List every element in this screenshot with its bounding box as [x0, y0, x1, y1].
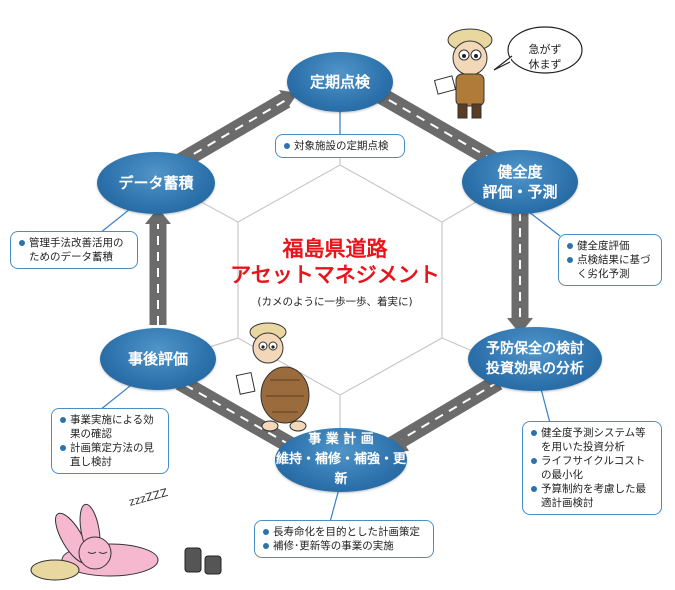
node-jigyou-keikaku: 事 業 計 画 維持・補修・補強・更新 [275, 428, 407, 492]
note-item: 計画策定方法の見直し検討 [59, 441, 161, 469]
arrow-head-down [507, 318, 533, 334]
note-item: 点検結果に基づく劣化予測 [566, 253, 654, 281]
node-teiki-tenken: 定期点検 [287, 52, 393, 112]
node-yobou-hozen: 予防保全の検討 投資効果の分析 [468, 327, 602, 391]
speech-line-2: 休まず [528, 58, 562, 71]
turtle-character-illustration [235, 322, 310, 432]
node-jigo-hyouka: 事後評価 [100, 328, 216, 390]
node-kenzendo-label-2: 評価・予測 [482, 183, 558, 201]
speech-bubble-text: 急がず 休まず [513, 42, 577, 72]
node-yobou-label-2: 投資効果の分析 [486, 361, 584, 377]
note-yobou: 健全度予測システム等を用いた投資分析 ライフサイクルコストの最小化 予算制約を考… [522, 421, 662, 515]
sleep-zzz-text: zzzZZZ [127, 486, 169, 509]
node-jigo-label: 事後評価 [127, 350, 188, 368]
note-item: ライフサイクルコストの最小化 [530, 454, 654, 482]
inspector-character-illustration [433, 28, 493, 119]
note-item: 長寿命化を目的とした計画策定 [262, 525, 426, 539]
note-item: 管理手法改善活用のためのデータ蓄積 [18, 236, 130, 264]
speech-bubble [493, 26, 583, 74]
note-jigyou: 長寿命化を目的とした計画策定 補修･更新等の事業の実施 [254, 520, 434, 558]
note-kenzendo: 健全度評価 点検結果に基づく劣化予測 [558, 234, 662, 286]
note-jigo: 事業実施による効果の確認 計画策定方法の見直し検討 [51, 408, 169, 474]
road-yobou-to-jigyou [382, 374, 503, 453]
note-item: 対象施設の定期点検 [283, 139, 397, 153]
note-item: 補修･更新等の事業の実施 [262, 539, 426, 553]
center-title-line-1: 福島県道路 [282, 237, 388, 261]
node-kenzendo-hyouka: 健全度 評価・予測 [462, 150, 578, 214]
sleeping-rabbit-illustration [30, 503, 222, 581]
note-data: 管理手法改善活用のためのデータ蓄積 [10, 231, 138, 269]
node-data-label: データ蓄積 [118, 174, 194, 192]
node-data-chikuseki: データ蓄積 [97, 152, 215, 214]
arrow-head-up [145, 208, 171, 224]
note-item: 予算制約を考慮した最適計画検討 [530, 482, 654, 510]
road-jigyou-to-jigo [175, 374, 295, 453]
node-yobou-label-1: 予防保全の検討 [486, 341, 584, 357]
node-jigyou-label-2: 維持・補修・補強・更新 [275, 452, 406, 487]
speech-line-1: 急がず [528, 43, 562, 56]
road-kenzendo-to-yobou [507, 212, 533, 334]
note-item: 健全度予測システム等を用いた投資分析 [530, 426, 654, 454]
note-item: 事業実施による効果の確認 [59, 413, 161, 441]
center-title-line-2: アセットマネジメント [230, 263, 440, 287]
road-jigo-to-data [145, 208, 171, 325]
node-jigyou-label-1: 事 業 計 画 [308, 432, 374, 447]
node-kenzendo-label-1: 健全度 [497, 163, 543, 181]
node-teiki-label: 定期点検 [309, 73, 370, 91]
note-item: 健全度評価 [566, 239, 654, 253]
center-subtitle: (カメのように一歩一歩、着実に) [257, 296, 413, 308]
note-teiki: 対象施設の定期点検 [275, 134, 405, 158]
road-teiki-to-kenzendo [366, 83, 511, 174]
